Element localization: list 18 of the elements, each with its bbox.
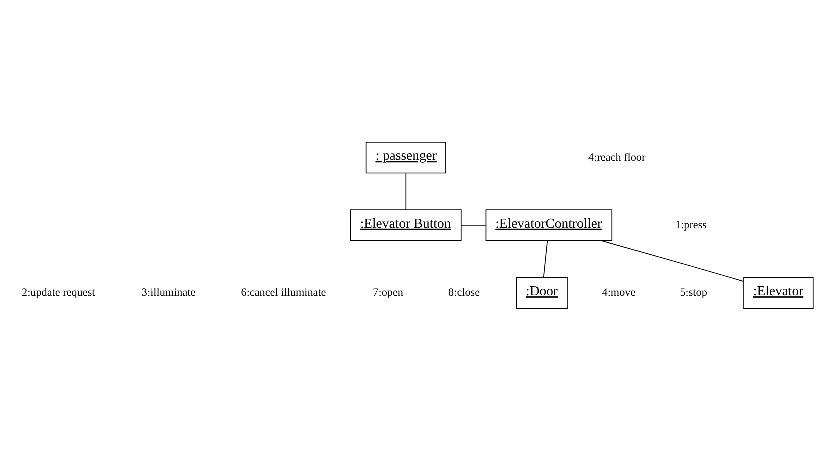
node-box: :Elevator — [744, 276, 814, 308]
label: 8:close — [448, 286, 480, 299]
label: 2:update request — [22, 286, 96, 299]
node-box: :Door — [516, 276, 568, 308]
connector — [543, 240, 548, 278]
label: 3:illuminate — [142, 286, 196, 299]
label: 7:open — [373, 286, 404, 299]
label: 1:press — [676, 218, 708, 231]
node-box: : passenger — [366, 142, 446, 174]
node-box: :ElevatorController — [486, 209, 613, 241]
node-box: :Elevator Button — [350, 209, 462, 241]
connector — [406, 172, 407, 210]
label: 4:reach floor — [588, 151, 646, 164]
connector — [601, 240, 744, 282]
connector — [461, 224, 487, 226]
label: 4:move — [602, 286, 636, 299]
label: 5:stop — [680, 286, 708, 299]
label: 6:cancel illuminate — [241, 286, 326, 299]
